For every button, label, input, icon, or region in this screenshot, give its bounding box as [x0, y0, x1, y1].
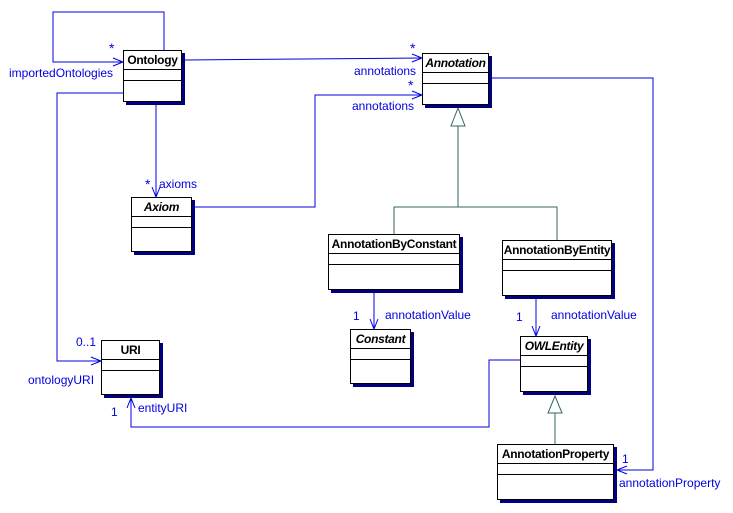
- association-annotationProperty: [492, 77, 654, 475]
- label-ontologyURI: ontologyURI: [28, 373, 95, 387]
- operations-compartment: [521, 367, 587, 391]
- operations-compartment: [329, 265, 459, 289]
- attributes-compartment: [521, 356, 587, 367]
- generalization-owlentity-annotationproperty: [547, 394, 563, 444]
- class-title: Ontology: [124, 51, 181, 70]
- label-annotationValue-constant: annotationValue: [385, 308, 471, 322]
- class-title: Constant: [351, 330, 410, 349]
- class-ontology[interactable]: Ontology: [123, 50, 182, 102]
- attributes-compartment: [498, 464, 613, 475]
- operations-compartment: [503, 271, 611, 295]
- attributes-compartment: [351, 349, 410, 360]
- operations-compartment: [124, 81, 181, 101]
- operations-compartment: [423, 84, 488, 104]
- operations-compartment: [498, 475, 613, 499]
- attributes-compartment: [503, 260, 611, 271]
- class-annotationbyconstant[interactable]: AnnotationByConstant: [328, 234, 460, 290]
- class-axiom[interactable]: Axiom: [131, 197, 192, 252]
- generalization-annotation-tree: [393, 106, 558, 240]
- multiplicity-importedOntologies: *: [109, 40, 115, 56]
- label-annotationValue-entity: annotationValue: [551, 308, 637, 322]
- class-title: OWLEntity: [521, 337, 587, 356]
- class-owlentity[interactable]: OWLEntity: [520, 336, 588, 392]
- class-uri[interactable]: URI: [101, 340, 160, 395]
- multiplicity-ontologyURI: 0..1: [76, 335, 97, 349]
- association-annotationValue-entity: [531, 299, 541, 338]
- class-title: AnnotationByConstant: [329, 235, 459, 254]
- class-title: Annotation: [423, 54, 488, 73]
- class-title: AnnotationProperty: [498, 445, 613, 464]
- multiplicity-annotationValue-constant: 1: [353, 309, 360, 323]
- multiplicity-annotationValue-entity: 1: [516, 310, 523, 324]
- label-annotations-ontology: annotations: [354, 64, 417, 78]
- association-entityURI: [126, 359, 520, 428]
- label-annotations-axiom: annotations: [352, 99, 415, 113]
- label-entityURI: entityURI: [138, 401, 188, 415]
- multiplicity-annotationProperty: 1: [622, 452, 629, 466]
- attributes-compartment: [329, 254, 459, 265]
- class-annotationbyentity[interactable]: AnnotationByEntity: [502, 240, 612, 296]
- class-annotationproperty[interactable]: AnnotationProperty: [497, 444, 614, 500]
- multiplicity-entityURI: 1: [111, 405, 118, 419]
- attributes-compartment: [124, 70, 181, 81]
- attributes-compartment: [423, 73, 488, 84]
- class-title: AnnotationByEntity: [503, 241, 611, 260]
- label-axioms: axioms: [159, 177, 198, 191]
- attributes-compartment: [132, 217, 191, 228]
- association-ontologyURI: [56, 92, 123, 366]
- association-annotationValue-constant: [369, 293, 379, 331]
- operations-compartment: [132, 228, 191, 251]
- class-constant[interactable]: Constant: [350, 329, 411, 384]
- multiplicity-annotations-axiom: *: [408, 77, 414, 93]
- class-annotation[interactable]: Annotation: [422, 53, 489, 105]
- operations-compartment: [102, 371, 159, 394]
- class-title: URI: [102, 341, 159, 360]
- multiplicity-annotations-ontology: *: [410, 40, 416, 56]
- label-annotationProperty: annotationProperty: [619, 476, 721, 490]
- class-title: Axiom: [132, 198, 191, 217]
- attributes-compartment: [102, 360, 159, 371]
- association-annotations-from-ontology: [184, 53, 424, 63]
- label-importedOntologies: importedOntologies: [9, 66, 114, 80]
- multiplicity-axioms: *: [145, 176, 151, 192]
- operations-compartment: [351, 360, 410, 383]
